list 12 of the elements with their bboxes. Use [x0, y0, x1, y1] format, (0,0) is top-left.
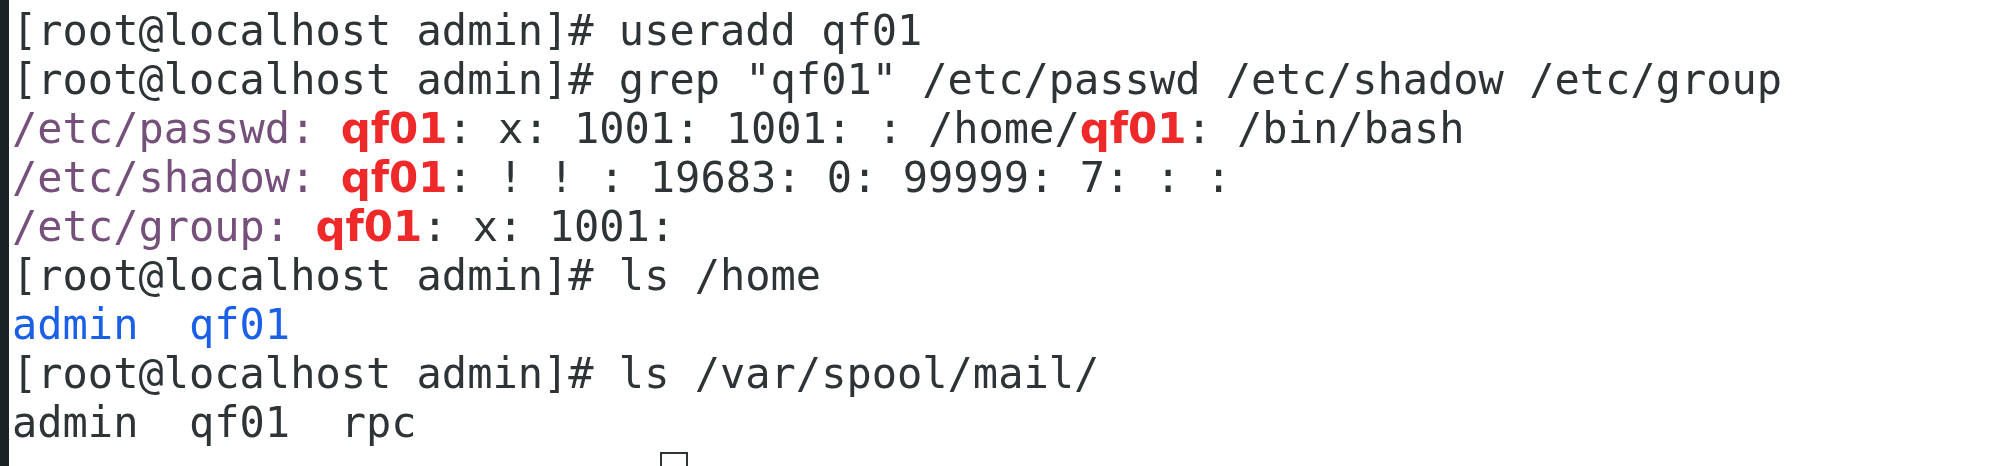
- file-path: /etc/passwd:: [12, 104, 317, 153]
- directory-listing: admin qf01: [12, 300, 291, 349]
- terminal-line: [root@localhost admin]# ls /var/spool/mail/: [12, 349, 1100, 398]
- file-path: /etc/group:: [12, 202, 292, 251]
- file-path: /etc/shadow:: [12, 153, 317, 202]
- terminal-line: [root@localhost admin]# useradd qf01: [12, 6, 923, 55]
- terminal-line: [root@localhost admin]# ls /home: [12, 251, 822, 300]
- terminal-line: qf01: x: 1001:: [315, 202, 676, 251]
- terminal-line: [root@localhost admin]# grep "qf01" /etc/passwd /etc/shadow /etc/group: [12, 55, 1783, 104]
- terminal-line: qf01: ! ! : 19683: 0: 99999: 7: : :: [340, 153, 1232, 202]
- terminal-line: admin qf01 rpc: [12, 398, 417, 447]
- terminal-line: qf01: x: 1001: 1001: : /home/qf01: /bin/bash: [340, 104, 1465, 153]
